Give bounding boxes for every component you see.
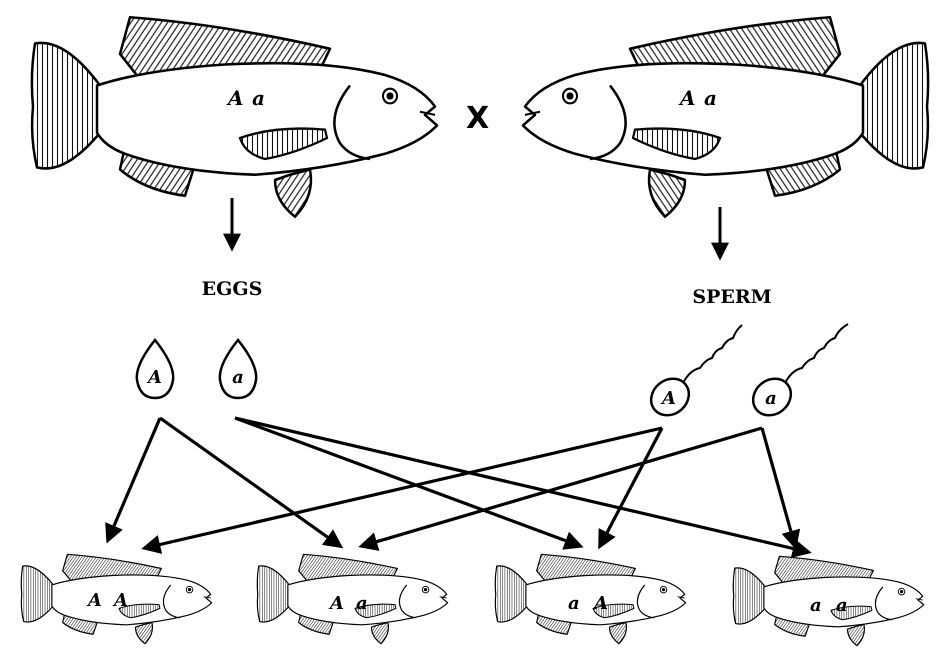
arrow-egga-to-offspring3 xyxy=(235,418,580,546)
arrow-eggA-to-offspring1 xyxy=(108,418,160,540)
offspring-3-allele-1: a xyxy=(568,593,580,614)
egg-a: a xyxy=(220,340,256,398)
female-allele-2: a xyxy=(252,86,265,110)
offspring-fish-2 xyxy=(257,554,447,643)
male-parent-fish xyxy=(523,17,928,216)
arrow-spermA-to-offspring3 xyxy=(600,428,662,546)
offspring-2-allele-1: A xyxy=(328,593,344,614)
sperm-label: SPERM xyxy=(692,286,771,308)
offspring-1-allele-2: A xyxy=(112,590,128,611)
offspring-4-allele-1: a xyxy=(810,595,822,616)
male-allele-2: a xyxy=(704,86,717,110)
cross-arrows xyxy=(108,418,808,552)
female-parent-fish xyxy=(32,17,437,216)
male-allele-1: A xyxy=(678,86,696,110)
offspring-fish-3 xyxy=(495,554,685,643)
offspring-1-allele-1: A xyxy=(86,590,102,611)
sperm-a: a xyxy=(746,324,848,423)
arrow-spermA-to-offspring1 xyxy=(145,428,662,548)
sperm-a-allele: a xyxy=(765,388,777,409)
egg-A: A xyxy=(137,340,173,398)
sperm-A-allele: A xyxy=(660,388,676,409)
egg-a-allele: a xyxy=(232,367,244,388)
offspring-4-allele-2: a xyxy=(836,595,848,616)
female-allele-1: A xyxy=(226,86,244,110)
arrow-sperma-to-offspring4 xyxy=(762,428,795,546)
cross-symbol: X xyxy=(466,101,489,136)
egg-A-allele: A xyxy=(146,367,162,388)
offspring-2-allele-2: a xyxy=(356,593,368,614)
eggs-label: EGGS xyxy=(202,278,263,300)
offspring-fish-4 xyxy=(733,556,923,645)
sperm-A: A xyxy=(644,325,742,423)
offspring-3-allele-2: A xyxy=(592,593,608,614)
